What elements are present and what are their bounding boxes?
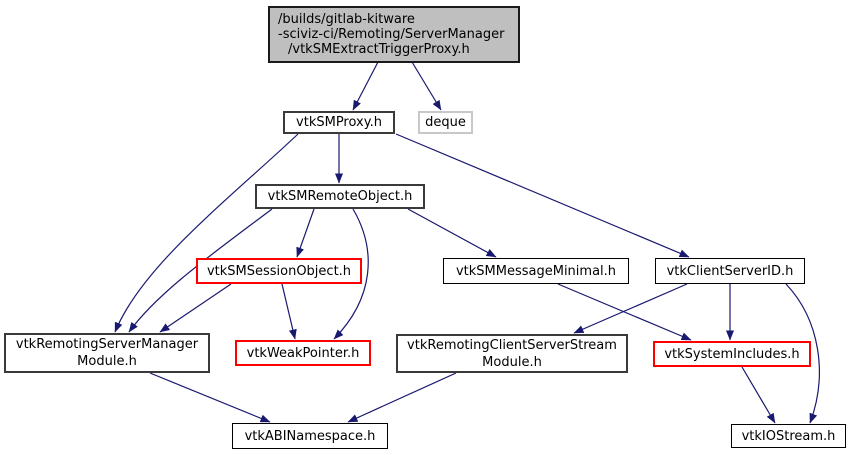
current-file-line3: /vtkSMExtractTriggerProxy.h <box>288 42 470 57</box>
edge-vtkSMSessionObject-vtkRemotingServerManagerModule <box>159 283 232 333</box>
node-vtkIOStream[interactable]: vtkIOStream.h <box>731 424 846 448</box>
edge-vtkClientServerID-vtkIOStream <box>785 283 820 424</box>
node-vtkRemotingServerManagerModule[interactable]: vtkRemotingServerManager Module.h <box>4 333 210 373</box>
node-vtkABINamespace[interactable]: vtkABINamespace.h <box>232 423 388 449</box>
edge-vtkSMRemoteObject-vtkSMSessionObject <box>296 208 315 258</box>
module-label-line2: Module.h <box>77 354 137 369</box>
edge-vtkSMProxy-vtkRemotingServerManagerModule <box>114 133 299 333</box>
current-file-line1: /builds/gitlab-kitware <box>278 12 415 27</box>
node-vtkSMRemoteObject[interactable]: vtkSMRemoteObject.h <box>255 184 425 209</box>
node-vtkClientServerID[interactable]: vtkClientServerID.h <box>655 258 805 284</box>
node-vtkSystemIncludes: vtkSystemIncludes.h <box>653 341 811 367</box>
edge-vtkRemotingServerManagerModule-vtkABINamespace <box>149 372 271 423</box>
node-vtkWeakPointer: vtkWeakPointer.h <box>235 340 371 366</box>
edge-root-vtkSMProxy <box>352 61 379 111</box>
node-vtkSMSessionObject: vtkSMSessionObject.h <box>196 258 362 284</box>
module-label-line2: Module.h <box>482 354 542 370</box>
current-file-line2: -sciviz-ci/Remoting/ServerManager <box>278 27 505 42</box>
edge-vtkSMMessageMinimal-vtkSystemIncludes <box>557 283 692 341</box>
edge-vtkSMProxy-vtkClientServerID <box>395 133 690 258</box>
node-vtkSMProxy[interactable]: vtkSMProxy.h <box>283 111 395 134</box>
module-label-line1: vtkRemotingServerManager <box>15 337 199 352</box>
edge-vtkSMRemoteObject-vtkRemotingServerManagerModule <box>128 208 273 333</box>
edge-vtkSystemIncludes-vtkIOStream <box>741 366 776 424</box>
node-vtkSMMessageMinimal[interactable]: vtkSMMessageMinimal.h <box>443 258 629 284</box>
node-vtkRemotingClientServerStreamModule[interactable]: vtkRemotingClientServerStream Module.h <box>396 334 628 373</box>
edge-vtkRemotingClientServerStreamModule-vtkABINamespace <box>347 372 457 423</box>
edge-vtkSMRemoteObject-vtkWeakPointer <box>333 208 369 340</box>
module-label-line1: vtkRemotingClientServerStream <box>407 337 617 353</box>
node-current-file: /builds/gitlab-kitware -sciviz-ci/Remoti… <box>268 6 520 63</box>
edge-vtkSMSessionObject-vtkWeakPointer <box>281 283 297 340</box>
edge-vtkClientServerID-vtkRemotingClientServerStreamModule <box>573 283 688 334</box>
edge-root-deque <box>411 61 442 111</box>
edge-vtkSMRemoteObject-vtkSMMessageMinimal <box>407 208 497 258</box>
node-deque: deque <box>418 111 473 134</box>
